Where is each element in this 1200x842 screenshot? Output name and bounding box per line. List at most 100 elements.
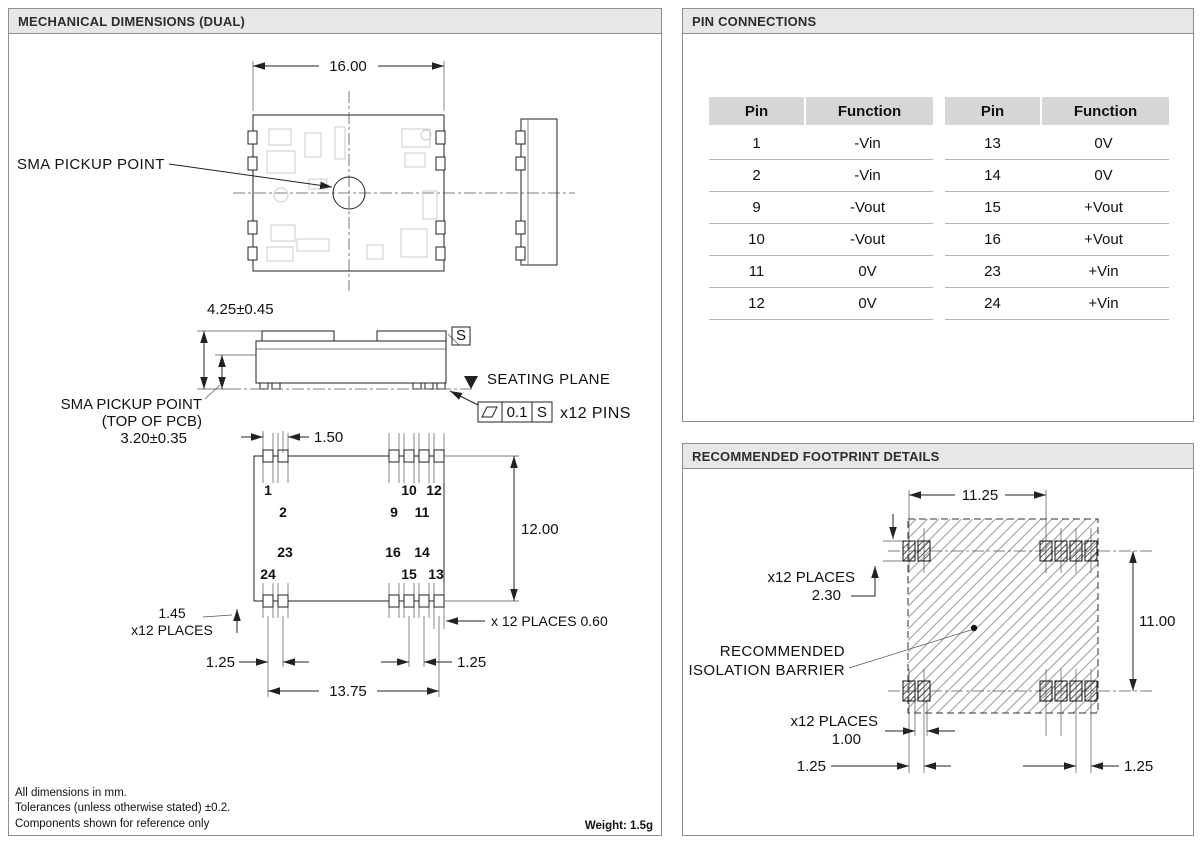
dim-11-00: 11.00 [1139, 613, 1175, 630]
col-header-pin: Pin [709, 97, 806, 125]
flatness-symbol [481, 406, 498, 418]
dim-1-25-left: 1.25 [206, 654, 235, 671]
dim-0-60-places: x 12 PLACES 0.60 [491, 613, 608, 629]
dim-1-00: 1.00 [832, 731, 861, 748]
dim-11-25: 11.25 [962, 487, 998, 504]
panel-header: MECHANICAL DIMENSIONS (DUAL) [9, 9, 661, 34]
isolation-barrier-label1: RECOMMENDED [720, 643, 845, 660]
pin-cell: 1 [752, 135, 761, 152]
pcb-components [266, 126, 438, 262]
mechanical-drawing: 16.00 SMA PICKUP POINT SEATING [17, 58, 631, 700]
panel-pin-connections: PIN CONNECTIONS Pin Function 1 -Vin 2 -V… [682, 8, 1194, 422]
function-cell: +Vout [1084, 231, 1123, 248]
function-cell: +Vin [1088, 295, 1119, 312]
pin-cell: 2 [752, 167, 761, 184]
pin-number: 11 [415, 504, 430, 520]
pin-cell: 11 [748, 263, 765, 280]
function-cell: +Vin [1088, 263, 1119, 280]
dim-2-30-places: x12 PLACES [767, 569, 855, 586]
table-row: 23 +Vin [945, 256, 1169, 288]
dim-1-25-right: 1.25 [1124, 758, 1153, 775]
function-cell: 0V [858, 295, 877, 312]
pin-cell: 12 [748, 295, 765, 312]
pin-cell: 9 [752, 199, 761, 216]
pin-number: 10 [401, 482, 417, 498]
function-cell: 0V [1094, 167, 1113, 184]
pin-table-right: Pin Function 13 0V 14 0V 15 +Vout 16 +Vo… [945, 97, 1169, 320]
pin-number: 2 [279, 504, 287, 520]
pin-number: 16 [385, 544, 401, 560]
dim-1-00-places: x12 PLACES [790, 713, 878, 730]
weight-note: Weight: 1.5g [584, 820, 653, 832]
table-row: 14 0V [945, 160, 1169, 192]
pin-cell: 10 [748, 231, 765, 248]
pin-number: 9 [390, 504, 398, 520]
footprint-dimensions: 11.25 11.00 x12 PLACES 2.30 RECOMMENDED … [688, 487, 1175, 775]
solder-pads [902, 540, 1098, 702]
flatness-callout: 0.1 S x12 PINS [449, 390, 630, 423]
top-view: 16.00 SMA PICKUP POINT [17, 58, 575, 291]
pin-cell: 23 [984, 263, 1001, 280]
table-row: 13 0V [945, 128, 1169, 160]
note-line: Tolerances (unless otherwise stated) ±0.… [15, 802, 231, 814]
col-header-pin: Pin [945, 97, 1042, 125]
table-row: 16 +Vout [945, 224, 1169, 256]
pin-number: 13 [428, 566, 444, 582]
table-row: 12 0V [709, 288, 933, 320]
pickup-point-dim: 3.20±0.35 [120, 430, 187, 447]
dim-1-50: 1.50 [314, 429, 343, 446]
front-view: SEATING PLANE S 4.25±0.45 SMA PICKUP POI… [61, 301, 631, 447]
table-header: Pin Function [945, 97, 1169, 125]
function-cell: 0V [858, 263, 877, 280]
drawing-notes: All dimensions in mm. Tolerances (unless… [15, 786, 230, 833]
dim-1-25-left: 1.25 [797, 758, 826, 775]
seating-plane-triangle [464, 376, 478, 389]
dim-1-45-places: x12 PLACES [131, 622, 213, 638]
panel-mechanical-dimensions: MECHANICAL DIMENSIONS (DUAL) [8, 8, 662, 836]
table-row: 24 +Vin [945, 288, 1169, 320]
pin-number: 14 [414, 544, 430, 560]
isolation-barrier-dot [970, 624, 978, 632]
panel-title: MECHANICAL DIMENSIONS (DUAL) [18, 13, 246, 29]
sma-pickup-point-mark [332, 176, 366, 210]
function-cell: -Vin [854, 167, 881, 184]
function-cell: +Vout [1084, 199, 1123, 216]
side-view [515, 118, 558, 266]
function-cell: 0V [1094, 135, 1113, 152]
table-row: 9 -Vout [709, 192, 933, 224]
dim-1-25-right: 1.25 [457, 654, 486, 671]
seating-plane-label: SEATING PLANE [487, 371, 610, 388]
note-line: Components shown for reference only [15, 817, 210, 830]
table-row: 15 +Vout [945, 192, 1169, 224]
pin-cell: 24 [984, 295, 1001, 312]
sma-pickup-label: SMA PICKUP POINT [17, 156, 165, 173]
col-header-function: Function [806, 97, 933, 125]
pickup-point-label: SMA PICKUP POINT [61, 396, 202, 413]
panel-header: PIN CONNECTIONS [683, 9, 1193, 34]
dim-height-label: 4.25±0.45 [207, 301, 274, 318]
pin-cell: 14 [984, 167, 1001, 184]
pin-number: 15 [401, 566, 417, 582]
panel-title: RECOMMENDED FOOTPRINT DETAILS [692, 448, 940, 464]
table-row: 10 -Vout [709, 224, 933, 256]
pin-table-left: Pin Function 1 -Vin 2 -Vin 9 -Vout 10 -V… [709, 97, 933, 320]
datum-letter: S [456, 327, 466, 344]
table-row: 11 0V [709, 256, 933, 288]
datum-flag [451, 326, 471, 346]
pin-number: 23 [277, 544, 293, 560]
pin-number: 12 [426, 482, 442, 498]
pin-cell: 16 [984, 231, 1001, 248]
pin-cell: 13 [984, 135, 1001, 152]
function-cell: -Vout [849, 231, 886, 248]
table-header: Pin Function [709, 97, 933, 125]
dim-13-75: 13.75 [329, 683, 367, 700]
panel-header: RECOMMENDED FOOTPRINT DETAILS [683, 444, 1193, 469]
dim-1-45: 1.45 [158, 605, 185, 621]
flatness-datum: S [537, 404, 547, 421]
dim-width-label: 16.00 [329, 58, 367, 75]
flatness-value: 0.1 [507, 404, 528, 421]
table-row: 2 -Vin [709, 160, 933, 192]
pin-notches [262, 449, 445, 608]
function-cell: -Vout [849, 199, 886, 216]
panel-title: PIN CONNECTIONS [692, 13, 817, 29]
